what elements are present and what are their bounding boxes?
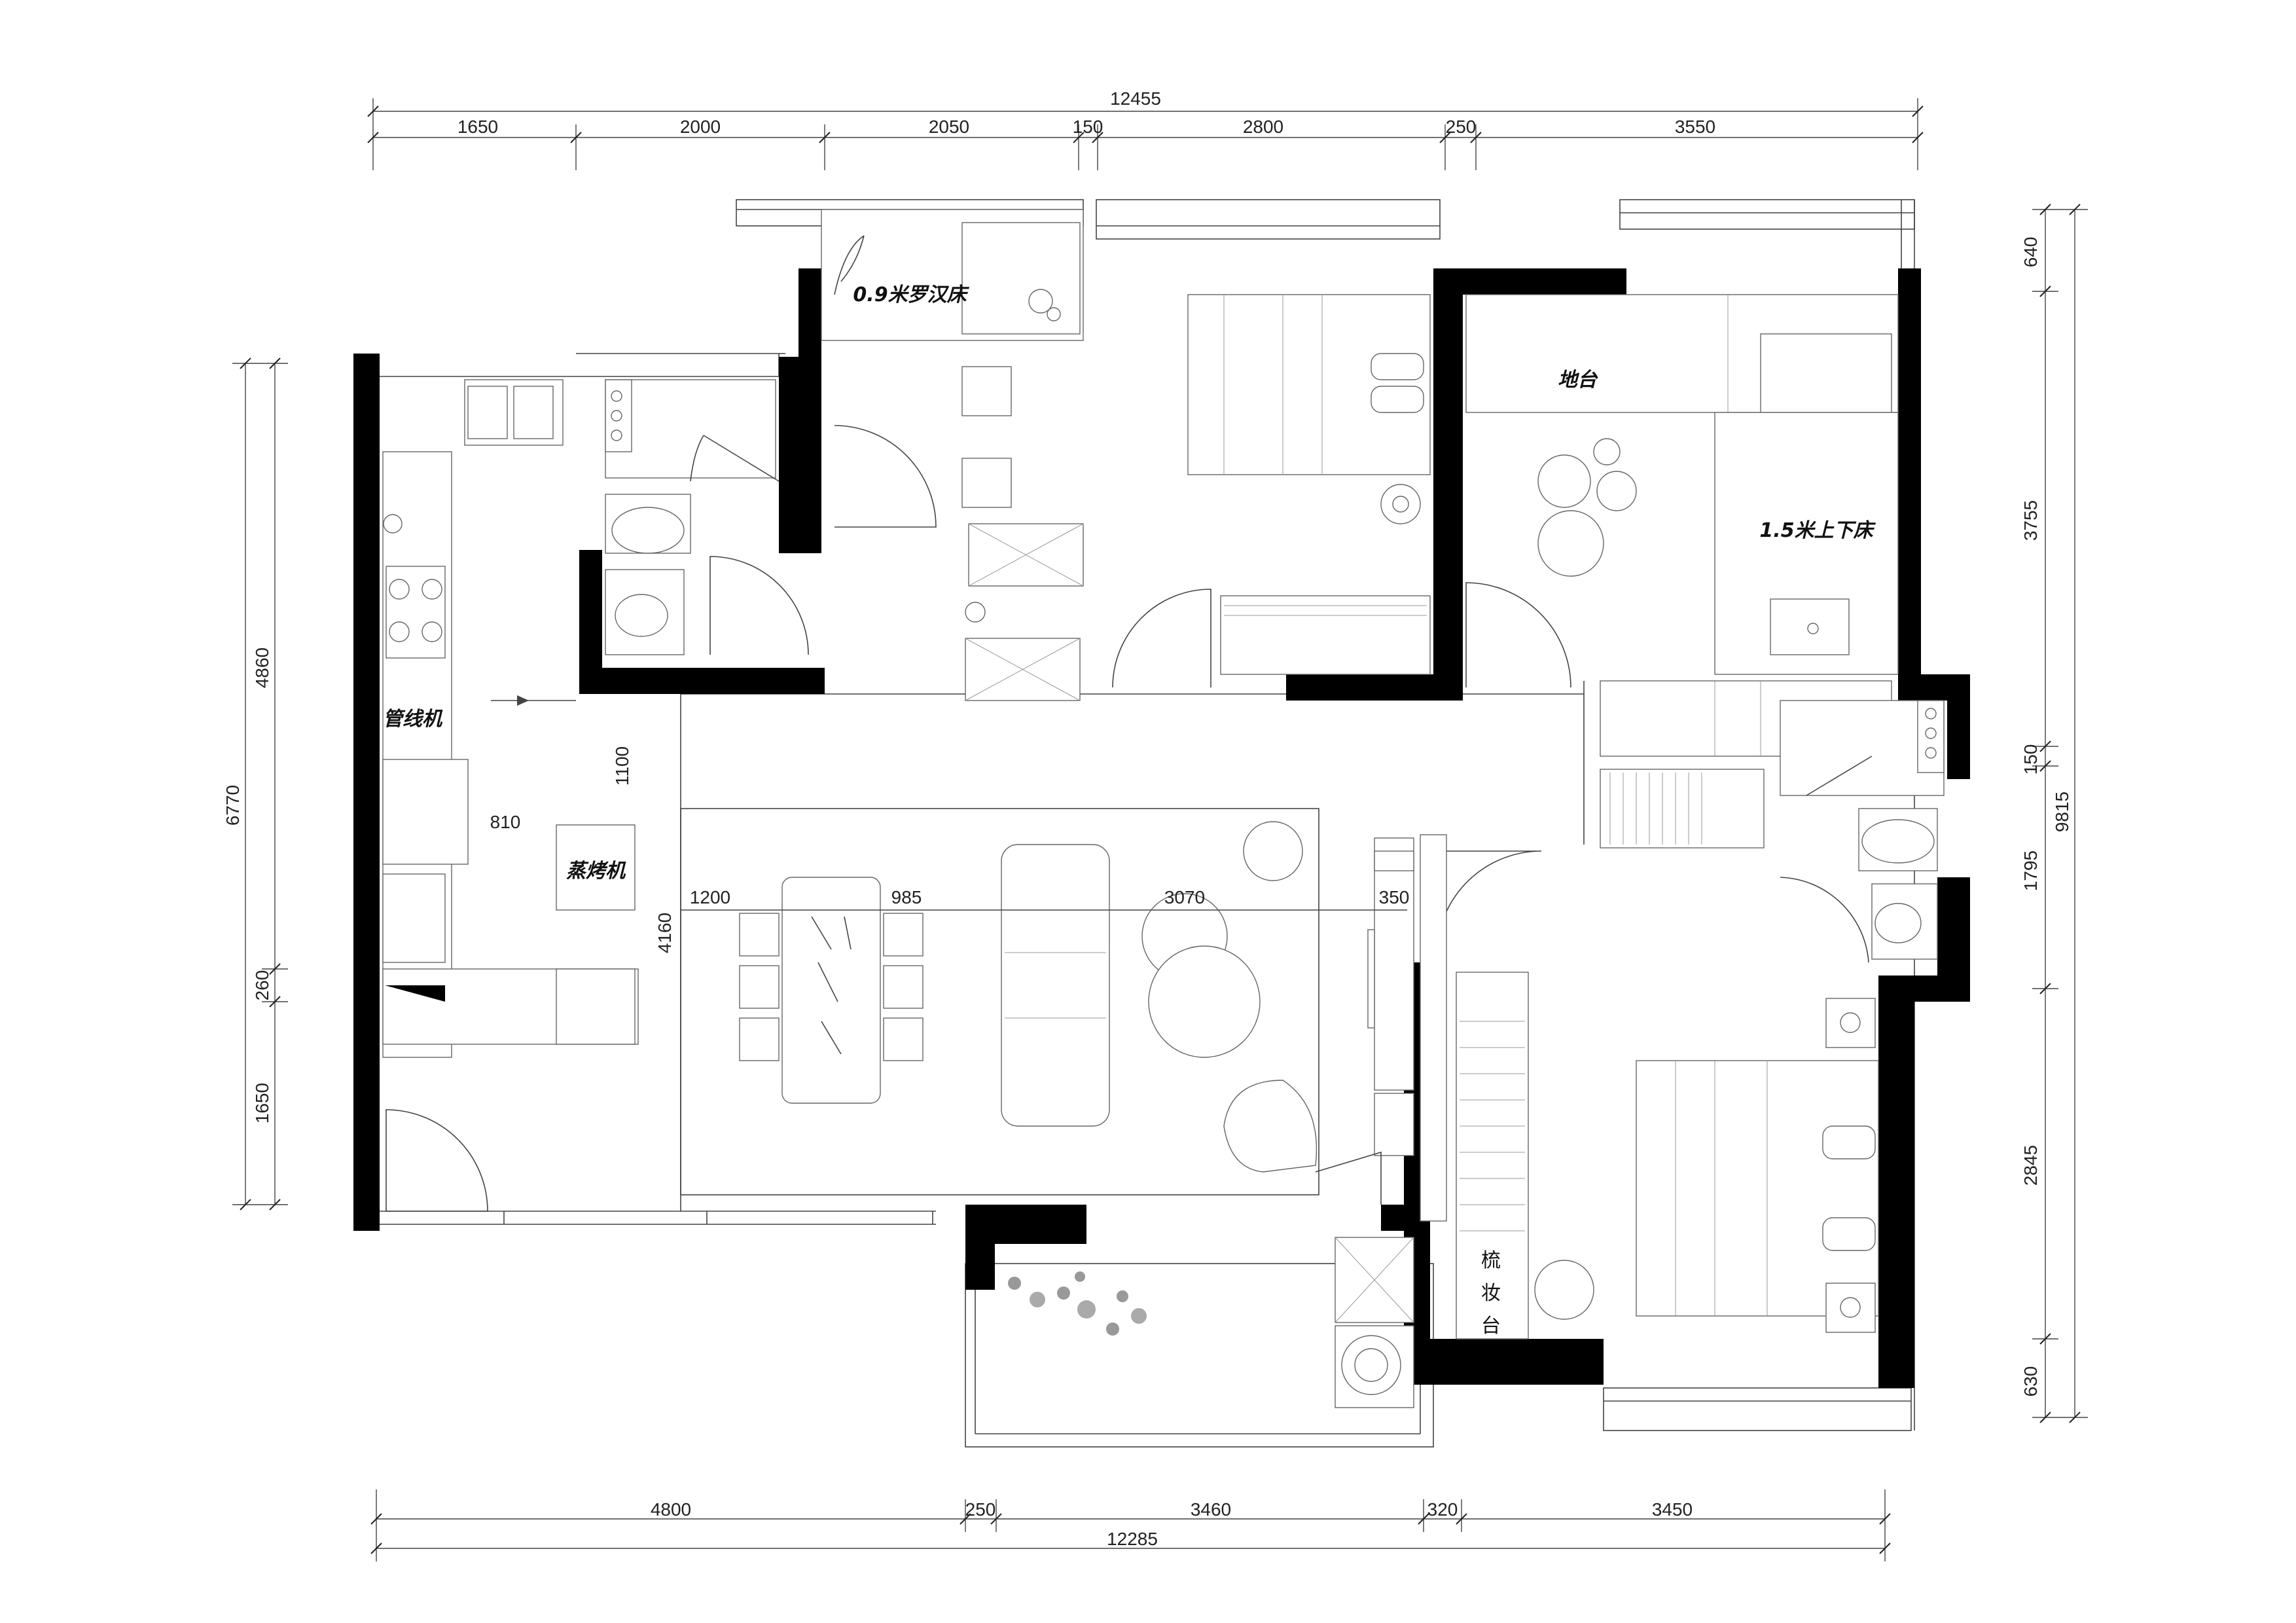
dim-top-6: 250 bbox=[1446, 117, 1477, 137]
bedroom-middle bbox=[1112, 294, 1431, 688]
entrance-door bbox=[386, 1109, 488, 1212]
dim-left-3: 1650 bbox=[252, 1083, 272, 1123]
dim-bottom-2: 250 bbox=[965, 1499, 996, 1520]
label-platform: 地台 bbox=[1558, 369, 1598, 392]
kitchen bbox=[382, 379, 639, 1058]
bedroom-right bbox=[1465, 294, 1899, 688]
dim-inner-2: 810 bbox=[490, 812, 521, 832]
dim-inner-7: 350 bbox=[1379, 887, 1410, 907]
dim-inner-5: 985 bbox=[891, 887, 922, 907]
dim-right-1: 640 bbox=[2020, 237, 2041, 268]
label-pipeline-machine: 管线机 bbox=[383, 708, 443, 731]
bedroom-master bbox=[1436, 850, 1879, 1340]
right-dimension-lines bbox=[2032, 209, 2088, 1418]
dim-bottom-3: 3460 bbox=[1191, 1499, 1231, 1520]
dim-top-5: 2800 bbox=[1243, 117, 1283, 137]
top-dimension-lines bbox=[372, 98, 1918, 170]
living-dining bbox=[739, 821, 1414, 1205]
dim-left-2: 260 bbox=[252, 970, 272, 1001]
balcony-bottom bbox=[1008, 834, 1447, 1408]
dim-top-2: 2000 bbox=[680, 117, 721, 137]
dim-left-total: 6770 bbox=[223, 785, 243, 826]
label-vanity-3: 台 bbox=[1481, 1315, 1501, 1338]
label-steam-oven: 蒸烤机 bbox=[566, 860, 626, 883]
dim-right-3: 150 bbox=[2020, 744, 2041, 775]
bathroom-right bbox=[1780, 700, 1945, 963]
dim-right-5: 2845 bbox=[2020, 1145, 2041, 1186]
dim-inner-4: 1200 bbox=[690, 887, 730, 907]
label-vanity-1: 梳 bbox=[1481, 1249, 1501, 1272]
dim-top-7: 3550 bbox=[1675, 117, 1715, 137]
dim-top-3: 2050 bbox=[929, 117, 969, 137]
dim-inner-3: 4160 bbox=[655, 913, 675, 953]
dim-left-1: 4860 bbox=[252, 647, 272, 688]
label-bunk-bed: 1.5米上下床 bbox=[1759, 519, 1876, 542]
dim-bottom-4: 320 bbox=[1427, 1499, 1458, 1520]
walls bbox=[353, 268, 1970, 1388]
label-luohan-bed: 0.9米罗汉床 bbox=[853, 283, 969, 306]
dim-bottom-5: 3450 bbox=[1652, 1499, 1693, 1520]
bedroom-daybed bbox=[821, 209, 1084, 701]
dim-inner-1: 1100 bbox=[612, 746, 632, 786]
bottom-dimension-lines bbox=[376, 1489, 1886, 1561]
dim-inner-6: 3070 bbox=[1164, 887, 1205, 907]
left-dimension-lines bbox=[232, 363, 288, 1205]
plant-icon bbox=[1008, 1271, 1147, 1336]
dim-top-total: 12455 bbox=[1110, 88, 1161, 109]
label-vanity-2: 妆 bbox=[1481, 1282, 1501, 1305]
dim-right-6: 630 bbox=[2020, 1366, 2041, 1397]
dim-bottom-1: 4800 bbox=[651, 1499, 691, 1520]
dim-top-1: 1650 bbox=[457, 117, 498, 137]
dim-top-4: 150 bbox=[1073, 117, 1103, 137]
bathroom-left bbox=[605, 379, 809, 655]
dim-bottom-total: 12285 bbox=[1107, 1529, 1158, 1549]
dim-right-total: 9815 bbox=[2052, 792, 2072, 832]
dim-right-2: 3755 bbox=[2020, 500, 2041, 541]
dim-right-4: 1795 bbox=[2020, 850, 2041, 891]
